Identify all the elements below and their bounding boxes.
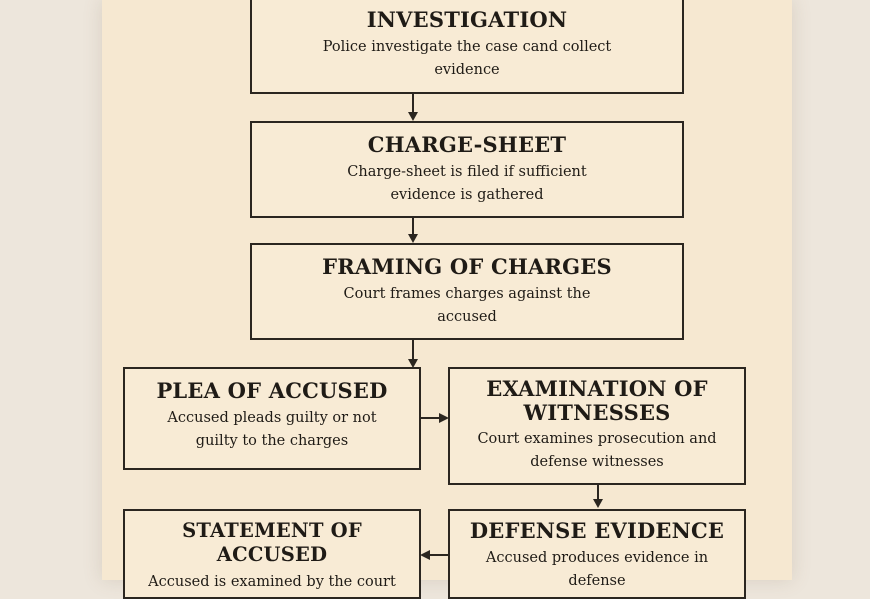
arrow-plea-to-witnesses bbox=[421, 413, 449, 423]
investigation-description: Police investigate the case cand collect… bbox=[322, 39, 612, 78]
witnesses-description: Court examines prosecution and defense w… bbox=[477, 431, 717, 470]
charge-sheet-box: CHARGE-SHEET Charge-sheet is filed if su… bbox=[250, 121, 684, 218]
arrow-defense-to-statement bbox=[420, 550, 448, 560]
arrow-chargesheet-to-framing bbox=[408, 218, 418, 243]
witnesses-title: EXAMINATION OF WITNESSES bbox=[486, 376, 708, 425]
charge-sheet-description: Charge-sheet is filed if sufficient evid… bbox=[347, 164, 587, 203]
statement-of-accused-box: STATEMENT OF ACCUSED Accused is examined… bbox=[123, 509, 421, 599]
flowchart-sheet: INVESTIGATION Police investigate the cas… bbox=[102, 0, 792, 599]
arrow-framing-to-plea bbox=[408, 340, 418, 368]
investigation-title: INVESTIGATION bbox=[366, 7, 568, 32]
plea-title: PLEA OF ACCUSED bbox=[156, 378, 388, 403]
statement-description: Accused is examined by the court bbox=[148, 574, 396, 590]
investigation-box: INVESTIGATION Police investigate the cas… bbox=[250, 0, 684, 94]
framing-title: FRAMING OF CHARGES bbox=[322, 254, 612, 279]
framing-of-charges-box: FRAMING OF CHARGES Court frames charges … bbox=[250, 243, 684, 340]
framing-description: Court frames charges against the accused bbox=[343, 286, 591, 325]
plea-description: Accused pleads guilty or not guilty to t… bbox=[167, 410, 377, 449]
defense-evidence-box: DEFENSE EVIDENCE Accused produces eviden… bbox=[448, 509, 746, 599]
statement-title: STATEMENT OF ACCUSED bbox=[182, 519, 362, 566]
arrow-witnesses-to-defense bbox=[593, 485, 603, 508]
charge-sheet-title: CHARGE-SHEET bbox=[367, 132, 567, 157]
arrow-investigation-to-chargesheet bbox=[408, 94, 418, 121]
examination-of-witnesses-box: EXAMINATION OF WITNESSES Court examines … bbox=[448, 367, 746, 485]
plea-of-accused-box: PLEA OF ACCUSED Accused pleads guilty or… bbox=[123, 367, 421, 470]
defense-description: Accused produces evidence in defense bbox=[485, 550, 709, 589]
defense-title: DEFENSE EVIDENCE bbox=[469, 518, 725, 543]
